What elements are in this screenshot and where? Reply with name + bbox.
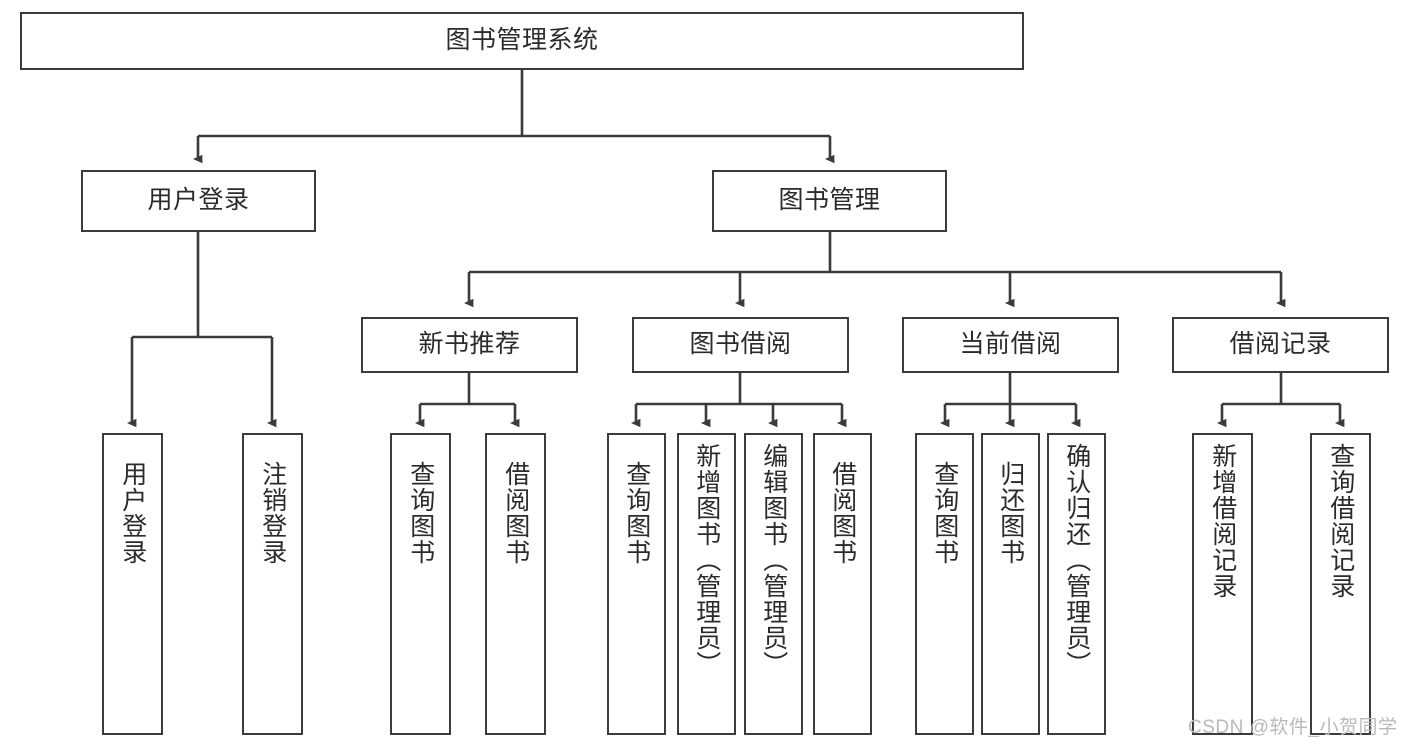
- node-label: 图书管理: [778, 186, 881, 215]
- leaf-record-add-borrow-record[interactable]: 新增借阅记录: [1192, 433, 1253, 735]
- node-label: 查询图书: [406, 461, 435, 565]
- node-label: 借阅图书: [501, 461, 530, 565]
- node-label: 借阅记录: [1229, 330, 1332, 359]
- node-label: 图书管理系统: [445, 26, 599, 55]
- leaf-user-login-signin[interactable]: 用户登录: [102, 433, 163, 735]
- node-label: 归还图书: [996, 461, 1025, 565]
- node-book-borrow[interactable]: 图书借阅: [632, 317, 849, 373]
- node-label: 查询借阅记录: [1326, 443, 1355, 599]
- node-label: 借阅图书: [828, 461, 857, 565]
- leaf-borrow-add-book-admin[interactable]: 新增图书（管理员）: [677, 433, 736, 735]
- leaf-current-query-book[interactable]: 查询图书: [915, 433, 974, 735]
- leaf-borrow-edit-book-admin[interactable]: 编辑图书（管理员）: [744, 433, 803, 735]
- leaf-borrow-query-book[interactable]: 查询图书: [607, 433, 666, 735]
- leaf-borrow-borrow-book[interactable]: 借阅图书: [813, 433, 872, 735]
- watermark: CSDN @软件_小贺同学: [1188, 717, 1398, 738]
- node-label: 新书推荐: [418, 330, 521, 359]
- node-label: 图书借阅: [689, 330, 792, 359]
- node-label: 用户登录: [118, 461, 147, 565]
- node-label: 查询图书: [622, 461, 651, 565]
- leaf-recommend-query-book[interactable]: 查询图书: [390, 433, 451, 735]
- node-label: 当前借阅: [959, 330, 1062, 359]
- node-new-book-recommend[interactable]: 新书推荐: [361, 317, 578, 373]
- node-book-management[interactable]: 图书管理: [712, 170, 947, 232]
- leaf-current-confirm-return-admin[interactable]: 确认归还（管理员）: [1047, 433, 1106, 735]
- node-label: 确认归还（管理员）: [1062, 443, 1091, 677]
- node-current-borrow[interactable]: 当前借阅: [902, 317, 1119, 373]
- node-label: 注销登录: [258, 461, 287, 565]
- node-label: 用户登录: [147, 186, 250, 215]
- node-label: 新增借阅记录: [1208, 443, 1237, 599]
- node-root-system[interactable]: 图书管理系统: [20, 12, 1024, 70]
- node-label: 编辑图书（管理员）: [759, 443, 788, 677]
- leaf-user-login-signout[interactable]: 注销登录: [242, 433, 303, 735]
- node-label: 查询图书: [930, 461, 959, 565]
- leaf-current-return-book[interactable]: 归还图书: [981, 433, 1040, 735]
- node-user-login[interactable]: 用户登录: [81, 170, 316, 232]
- node-label: 新增图书（管理员）: [692, 443, 721, 677]
- node-borrow-record[interactable]: 借阅记录: [1172, 317, 1389, 373]
- leaf-record-query-borrow-record[interactable]: 查询借阅记录: [1310, 433, 1371, 735]
- leaf-recommend-borrow-book[interactable]: 借阅图书: [485, 433, 546, 735]
